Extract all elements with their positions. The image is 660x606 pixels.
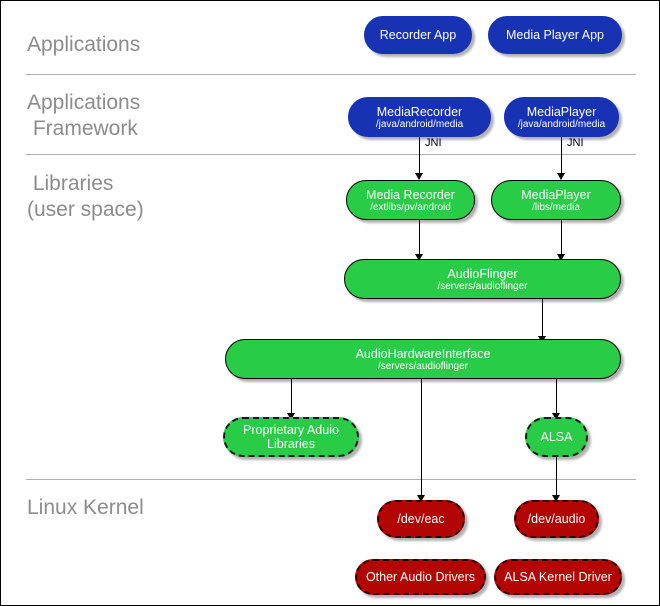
node-title: /dev/eac xyxy=(397,512,445,526)
node-subtitle: /servers/audioflinger xyxy=(437,280,528,292)
node-dev-audio[interactable]: /dev/audio xyxy=(514,500,599,538)
node-media-player-app[interactable]: Media Player App xyxy=(488,16,622,54)
node-title: ALSA Kernel Driver xyxy=(504,570,612,584)
node-subtitle: /servers/audioflinger xyxy=(377,360,469,372)
node-recorder-app[interactable]: Recorder App xyxy=(364,16,472,54)
connector-mediaplayer-jni xyxy=(561,137,562,179)
node-dev-eac[interactable]: /dev/eac xyxy=(377,500,465,538)
edge-label-jni-right: JNI xyxy=(567,137,584,149)
node-title: AudioHardwareInterface xyxy=(355,346,491,361)
node-audiohardwareinterface[interactable]: AudioHardwareInterface /servers/audiofli… xyxy=(225,339,621,379)
arrowhead-ahi-to-dev-eac xyxy=(417,495,425,502)
node-title: Proprietary Aduio xyxy=(243,423,339,437)
node-title: MediaRecorder xyxy=(376,104,463,119)
node-proprietary-audio-libraries[interactable]: Proprietary Aduio Libraries xyxy=(223,417,359,457)
node-title: Media Player App xyxy=(506,28,604,42)
node-title: Recorder App xyxy=(379,28,457,42)
connector-audioflinger-to-audiohardwareinterface xyxy=(542,299,543,344)
node-subtitle: Libraries xyxy=(267,437,315,451)
arrowhead-mediaplayer-to-audioflinger xyxy=(557,254,565,261)
node-title: Media Recorder xyxy=(366,187,455,202)
layer-label-libraries: Libraries (user space) xyxy=(27,172,144,221)
node-media-recorder-lib[interactable]: Media Recorder /extlibs/pv/android xyxy=(346,180,475,220)
node-alsa-kernel-driver[interactable]: ALSA Kernel Driver xyxy=(494,559,622,595)
connector-ahi-to-alsa xyxy=(556,378,557,420)
connector-ahi-to-dev-eac xyxy=(421,378,422,501)
connector-mediarecorder-jni xyxy=(419,137,420,179)
layer-label-applications-framework: Applications Framework xyxy=(27,91,141,140)
separator-linux-kernel xyxy=(26,479,636,480)
node-audioflinger[interactable]: AudioFlinger /servers/audioflinger xyxy=(344,259,621,299)
node-subtitle: /java/android/media xyxy=(375,118,464,130)
node-title: Other Audio Drivers xyxy=(365,570,476,584)
node-subtitle: /java/android/media xyxy=(517,118,606,130)
node-title: AudioFlinger xyxy=(447,266,518,281)
node-title: MediaPlayer xyxy=(526,104,597,119)
node-mediaplayer-lib[interactable]: MediaPlayer /libs/media xyxy=(491,180,621,220)
node-subtitle: /libs/media xyxy=(532,201,580,213)
node-subtitle: /extlibs/pv/android xyxy=(370,201,451,213)
layer-label-applications: Applications xyxy=(27,33,141,56)
arrowhead-mediaplayer-jni xyxy=(557,173,565,180)
connector-alsa-to-dev-audio xyxy=(556,456,557,501)
node-mediaplayer-framework[interactable]: MediaPlayer /java/android/media xyxy=(504,97,619,137)
connector-media-recorder-to-audioflinger xyxy=(419,220,420,262)
node-title: ALSA xyxy=(540,430,573,444)
arrowhead-mediarecorder-jni xyxy=(415,173,423,180)
connector-ahi-to-proprietary-libs xyxy=(291,378,292,420)
separator-framework xyxy=(26,154,636,155)
arrowhead-media-recorder-to-audioflinger xyxy=(415,254,423,261)
edge-label-jni-left: JNI xyxy=(425,137,442,149)
node-title: MediaPlayer xyxy=(521,187,591,202)
node-mediarecorder-framework[interactable]: MediaRecorder /java/android/media xyxy=(348,97,491,137)
node-alsa[interactable]: ALSA xyxy=(525,417,588,457)
node-other-audio-drivers[interactable]: Other Audio Drivers xyxy=(355,559,486,595)
node-title: /dev/audio xyxy=(527,512,586,526)
layer-label-linux-kernel: Linux Kernel xyxy=(27,496,144,519)
arrowhead-alsa-to-dev-audio xyxy=(552,495,560,502)
connector-mediaplayer-to-audioflinger xyxy=(561,220,562,262)
separator-applications xyxy=(26,74,636,75)
